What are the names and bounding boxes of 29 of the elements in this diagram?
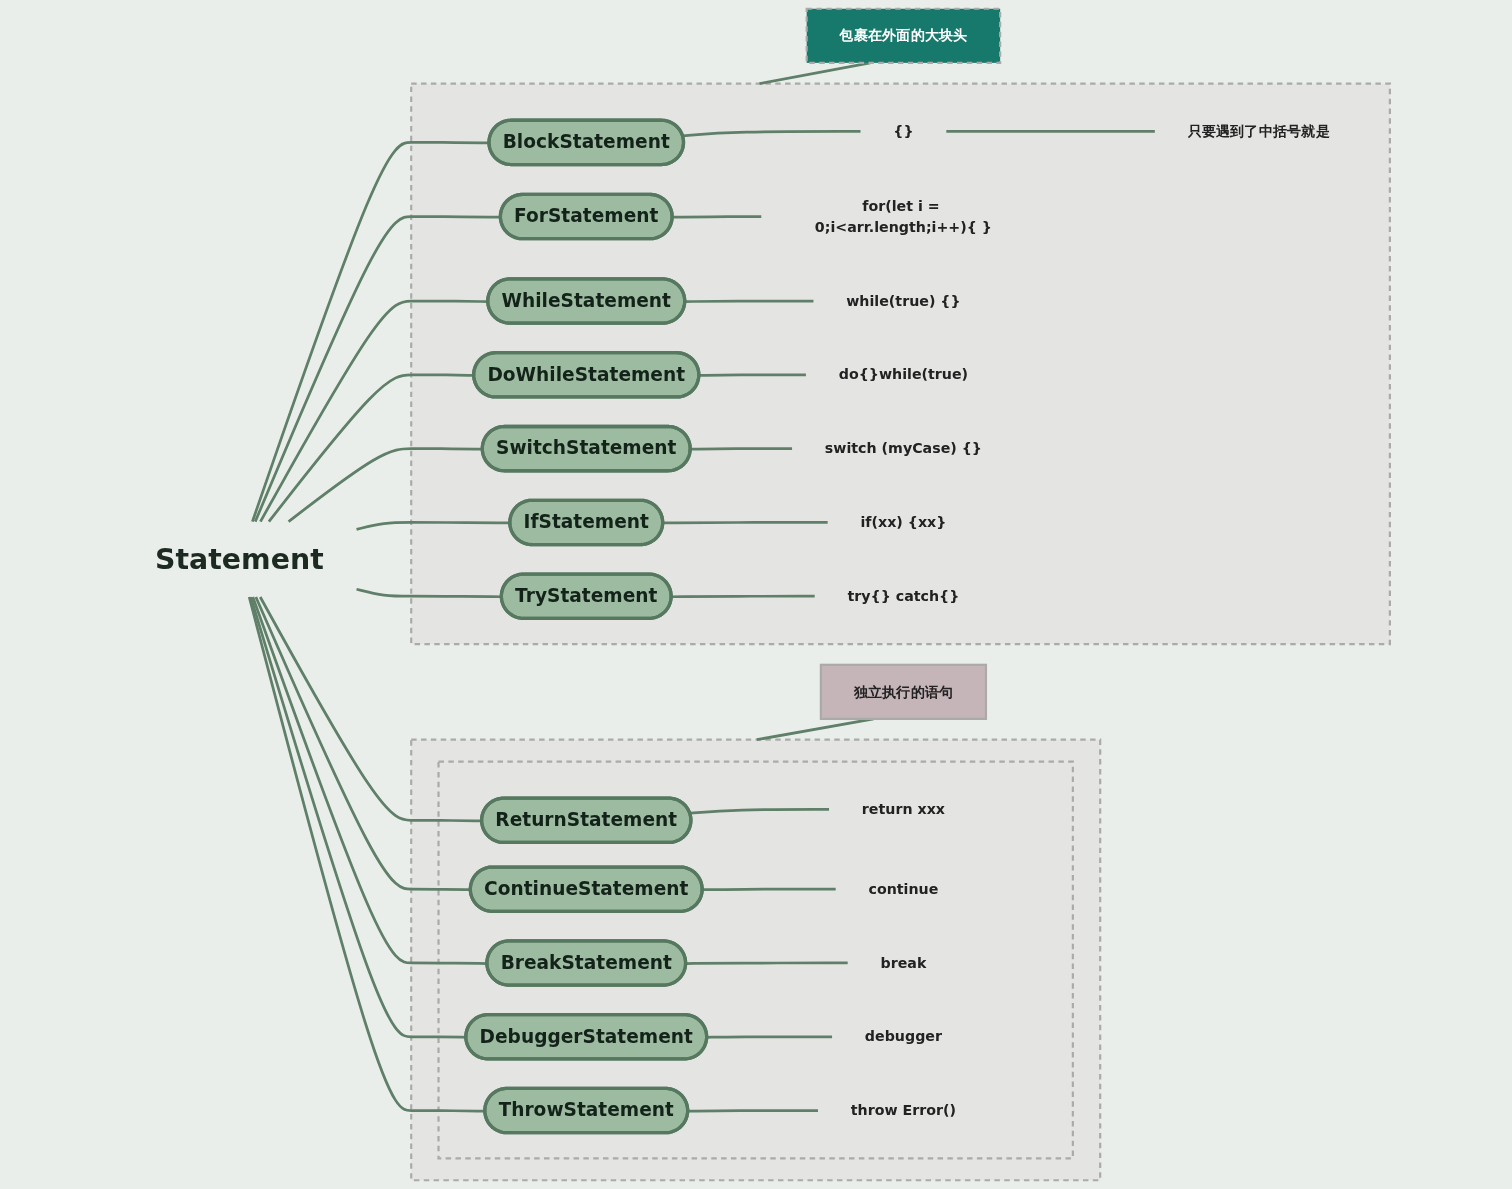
node-text: {} (893, 122, 914, 140)
node-box: 包裹在外面的大块头 (805, 7, 1002, 64)
connector (663, 521, 828, 525)
node-text: throw Error() (850, 1102, 957, 1119)
connector (686, 961, 848, 965)
node-text: continue (868, 880, 939, 898)
node-text: return xxx (861, 800, 945, 818)
cluster (410, 82, 1391, 646)
node-text: switch (myCase) {} (824, 440, 982, 457)
node-text: try{} catch{} (847, 587, 960, 605)
cluster (437, 760, 1074, 1160)
node-box: 独立执行的语句 (819, 663, 988, 720)
node-text: Statement (154, 542, 324, 576)
connector (672, 215, 762, 219)
node-text: if(xx) {xx} (860, 513, 947, 531)
node-text: do{}while(true) (838, 366, 969, 383)
connector (685, 299, 814, 303)
node-text: 只要遇到了中括号就是 (1187, 122, 1330, 140)
connector (688, 1109, 818, 1113)
connector (689, 808, 830, 815)
node-text: for(let i = 0;i<arr.length;i++){ } (814, 197, 992, 236)
connector (699, 373, 806, 377)
node-text: while(true) {} (846, 292, 961, 309)
connector (946, 130, 1155, 133)
node-text: break (880, 954, 927, 971)
connector (247, 596, 486, 1113)
node-text: debugger (864, 1028, 942, 1045)
cluster (410, 738, 1102, 1182)
connector (707, 1035, 833, 1039)
